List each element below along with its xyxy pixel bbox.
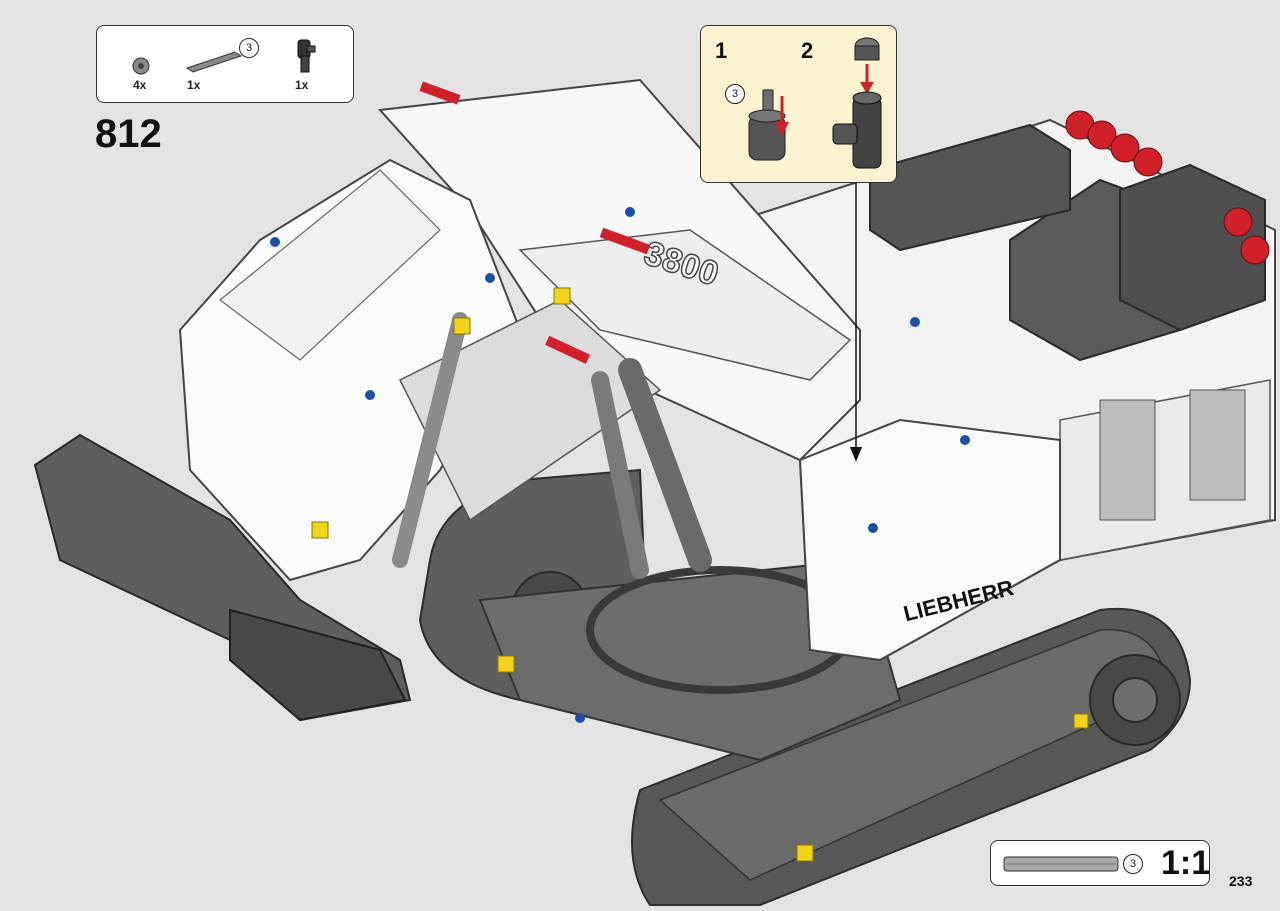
- axle-qty: 1x: [187, 78, 201, 92]
- axle-connector-qty: 1x: [295, 78, 309, 92]
- hydraulic-cylinders: [392, 312, 712, 579]
- subassembly-callout: 1 2 3: [700, 25, 897, 183]
- bucket: [33, 433, 412, 722]
- detail-pins: [270, 81, 1089, 862]
- upper-body: [739, 110, 1276, 662]
- placement-arrow-head: [850, 447, 862, 462]
- insert-arrow-icon: [775, 96, 789, 136]
- parts-list-panel: 4x 3 1x 1x: [96, 25, 354, 103]
- substep-1-assembly-icon: [748, 89, 786, 161]
- scale-reference-box: 3 1:1: [990, 840, 1210, 886]
- callout-axle-length: 3: [725, 84, 745, 104]
- stick-arm: [178, 158, 662, 582]
- scale-ratio: 1:1: [1161, 844, 1211, 882]
- page-number: 233: [1229, 873, 1253, 889]
- axle-connector-part-icon: [297, 39, 316, 73]
- scale-axle-icon: [1003, 856, 1119, 872]
- substep-2-number: 2: [801, 38, 814, 63]
- substep-1-number: 1: [715, 38, 728, 63]
- axle-part-icon: [185, 51, 243, 73]
- bush-qty: 4x: [133, 78, 147, 92]
- bush-part-icon: [132, 57, 150, 75]
- right-crawler-track: [631, 607, 1192, 906]
- scale-axle-length: 3: [1123, 854, 1143, 874]
- boom-arm: [377, 78, 861, 462]
- step-number: 812: [95, 112, 162, 156]
- substep-2-assembly-icon: [832, 37, 882, 169]
- axle-length-callout: 3: [239, 38, 259, 58]
